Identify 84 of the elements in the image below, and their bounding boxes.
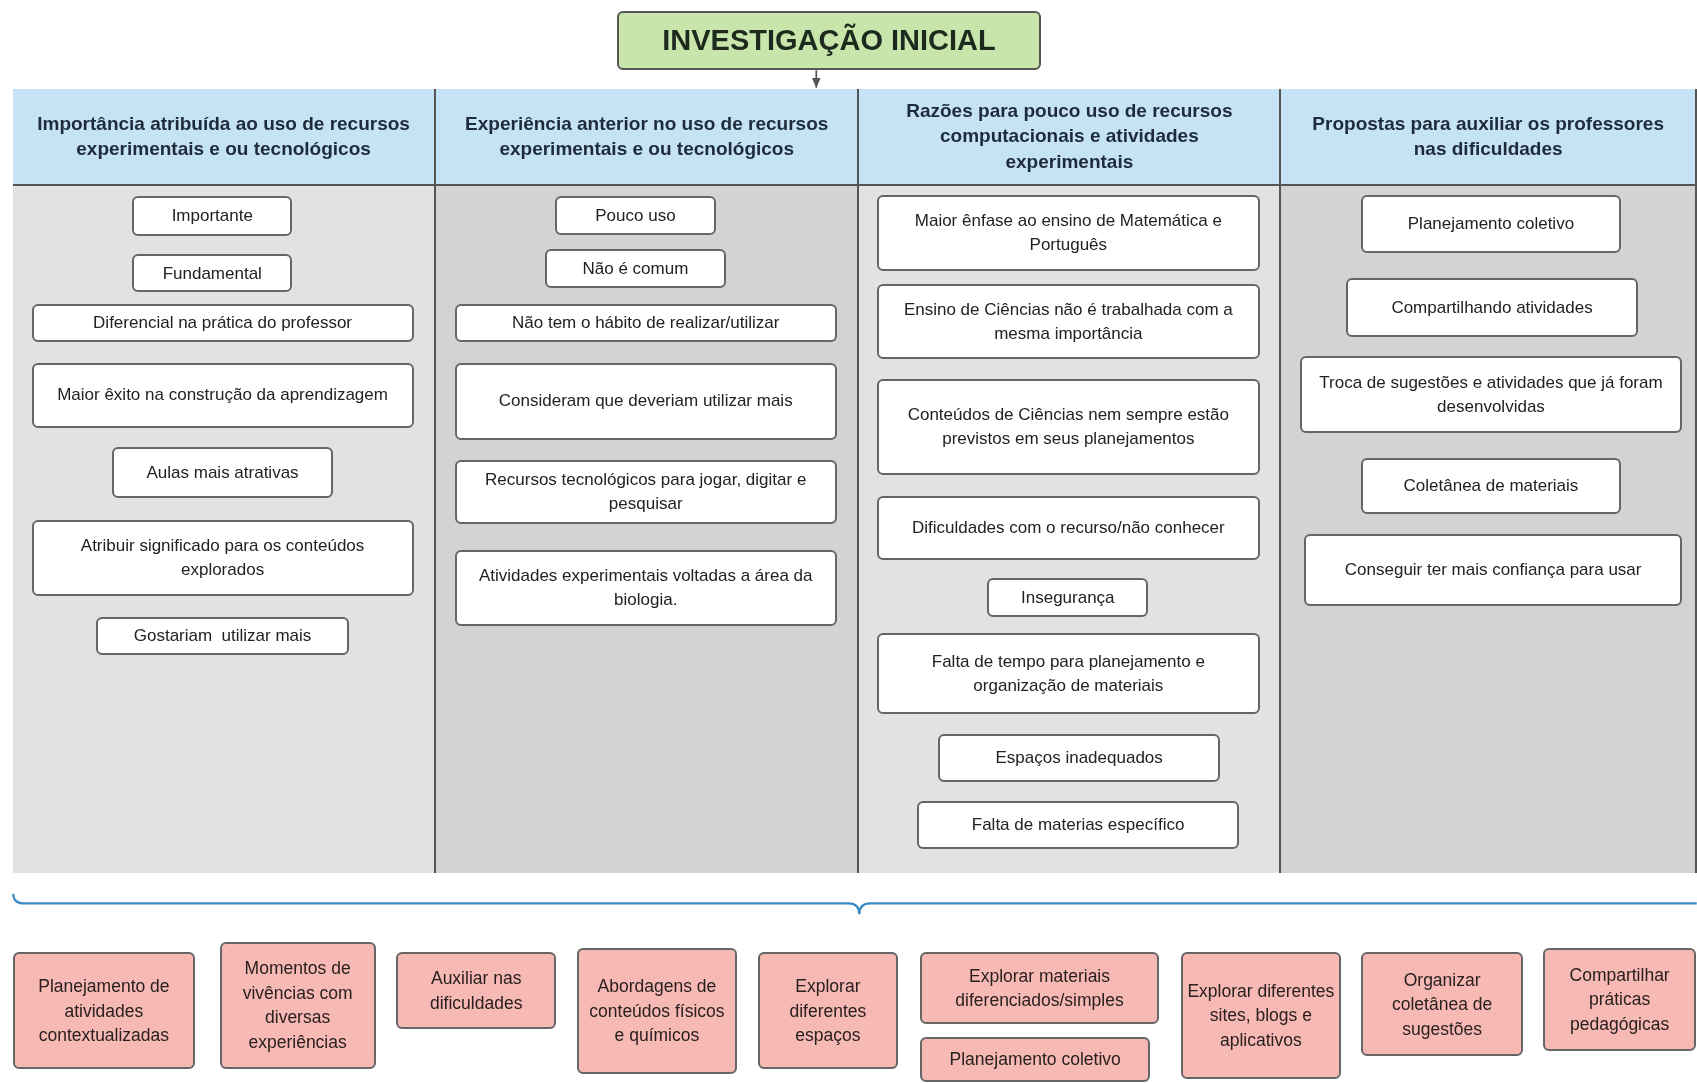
answer-text: Atividades experimentais voltadas a área da biologia.: [477, 565, 814, 611]
answer-text: Falta de materias específico: [971, 813, 1185, 836]
proposal-box: [13, 952, 195, 1070]
answer-text: Falta de tempo para planejamento e organização de materiais: [930, 651, 1206, 697]
proposal-box: [757, 952, 899, 1070]
answer-text: Compartilhando atividades: [1391, 296, 1593, 319]
answer-text: Troca de sugestões e atividades que já foram desenvolvidas: [1318, 371, 1664, 418]
answer-box: [1299, 356, 1682, 434]
answer-text: Aulas mais atrativas: [146, 461, 299, 484]
proposal-text: Compartilhar práticas pedagógicas: [1568, 963, 1671, 1036]
proposal-box: [1543, 948, 1696, 1051]
proposal-box: [1180, 952, 1341, 1079]
answer-text: Não é comum: [582, 257, 689, 280]
answer-text: Ensino de Ciências não é trabalhada com a mesma importância: [902, 298, 1234, 345]
answer-box: [454, 362, 837, 440]
answer-box: [132, 196, 293, 237]
answer-box: [454, 460, 837, 524]
answer-box: [916, 801, 1240, 849]
answer-text: Não tem o hábito de realizar/utilizar: [512, 312, 780, 335]
proposal-box: [1361, 952, 1523, 1057]
proposal-box: [219, 941, 376, 1070]
table-column: [436, 88, 860, 874]
answer-box: [555, 196, 716, 235]
answer-box: [1360, 457, 1622, 515]
answer-box: [454, 304, 837, 343]
arrow: [811, 69, 821, 89]
proposal-text: Organizar coletânea de sugestões: [1391, 968, 1494, 1041]
table-column: [859, 88, 1282, 874]
proposal-box: [576, 948, 737, 1074]
answer-box: [111, 447, 334, 498]
answer-text: Fundamental: [162, 262, 262, 285]
answer-box: [544, 249, 727, 288]
answer-text: Planejamento coletivo: [1407, 213, 1575, 236]
column-header-text: Experiência anterior no uso de recursos experimentais e ou tecnológicos: [464, 111, 830, 162]
proposal-box: [396, 952, 557, 1030]
answer-text: Conseguir ter mais confiança para usar: [1344, 559, 1642, 582]
proposal-text: Auxiliar nas dificuldades: [429, 967, 524, 1015]
column-header-text: Importância atribuída ao uso de recursos experimentais e ou tecnológicos: [37, 111, 411, 162]
answer-box: [876, 283, 1260, 360]
answer-box: [876, 633, 1260, 715]
answer-box: [31, 362, 414, 428]
column-header-text: Propostas para auxiliar os professores nas dificuldades: [1311, 111, 1665, 162]
table-column: [1281, 88, 1697, 874]
answer-box: [132, 254, 293, 293]
answer-box: [876, 194, 1260, 271]
answer-text: Espaços inadequados: [995, 746, 1163, 769]
answer-text: Diferencial na prática do professor: [93, 312, 352, 335]
answer-box: [1360, 194, 1622, 254]
proposal-box: [919, 952, 1160, 1024]
answer-box: [1346, 278, 1638, 337]
answer-text: Recursos tecnológicos para jogar, digitar e pesquisar: [484, 469, 808, 516]
answer-text: Maior ênfase ao ensino de Matemática e Português: [913, 210, 1223, 256]
title-text: INVESTIGAÇÃO INICIAL: [662, 22, 996, 58]
table-frame: [13, 88, 1697, 874]
answer-box: [938, 733, 1220, 782]
answer-text: Coletânea de materiais: [1403, 475, 1579, 498]
proposal-text: Planejamento de atividades contextualizadas: [37, 975, 171, 1048]
answer-text: Consideram que deveriam utilizar mais: [498, 390, 793, 413]
proposal-text: Explorar materiais diferenciados/simples: [954, 964, 1125, 1013]
answer-text: Gostariam utilizar mais: [133, 625, 312, 648]
answer-box: [876, 378, 1260, 476]
answer-text: Importante: [171, 205, 253, 228]
proposal-text: Explorar diferentes espaços: [788, 975, 868, 1048]
proposal-text: Momentos de vivências com diversas experiências: [241, 957, 354, 1054]
proposal-box: [919, 1036, 1151, 1083]
proposal-text: Explorar diferentes sites, blogs e aplicativos: [1186, 979, 1335, 1052]
proposal-text: Abordagens de conteúdos físicos e químicos: [588, 975, 726, 1048]
answer-box: [987, 578, 1149, 618]
answer-text: Maior êxito na construção da aprendizagem: [57, 384, 388, 407]
answer-text: Pouco uso: [595, 204, 676, 227]
answer-text: Dificuldades com o recurso/não conhecer: [911, 516, 1225, 539]
table-column: [13, 88, 437, 874]
answer-box: [96, 617, 349, 655]
answer-box: [876, 495, 1260, 560]
proposal-text: Planejamento coletivo: [949, 1048, 1121, 1072]
answer-box: [454, 549, 837, 626]
title-box: [616, 10, 1042, 71]
answer-text: Insegurança: [1021, 586, 1115, 609]
answer-box: [1304, 533, 1682, 607]
column-header-text: Razões para pouco uso de recursos computacionais e atividades experimentais: [905, 98, 1234, 175]
answer-box: [31, 304, 414, 343]
answer-box: [31, 519, 414, 597]
answer-text: Atribuir significado para os conteúdos explorados: [79, 535, 366, 582]
answer-text: Conteúdos de Ciências nem sempre estão previstos em seus planejamentos: [906, 404, 1230, 451]
